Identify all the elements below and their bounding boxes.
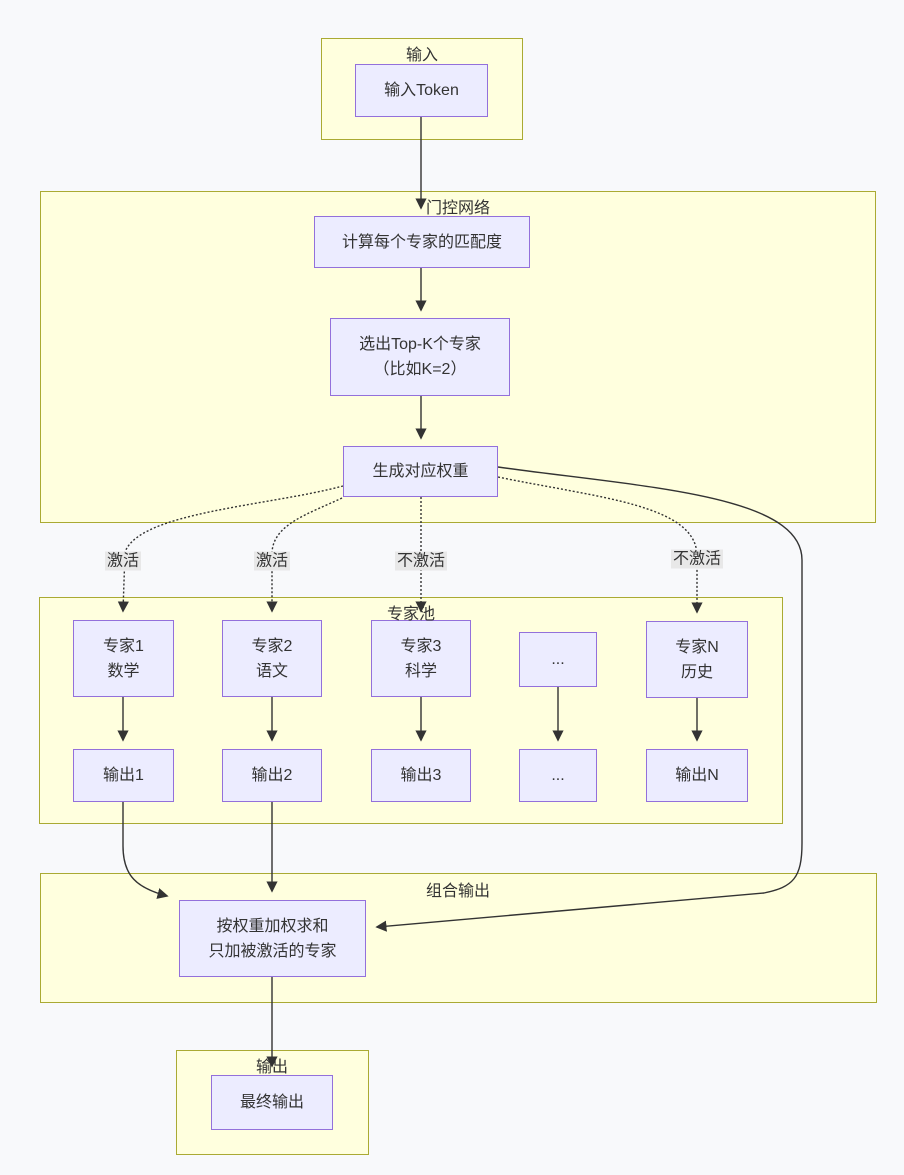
node-label: 生成对应权重 bbox=[372, 463, 469, 480]
edge-output1-to-combine bbox=[122, 802, 169, 899]
node-label-line1: 专家3 bbox=[400, 637, 442, 655]
node-output2: 输出2 bbox=[222, 749, 322, 802]
node-label-line1: 专家1 bbox=[103, 637, 144, 655]
node-label-line2: 只加被激活的专家 bbox=[208, 942, 337, 960]
container-label-input: 输入 bbox=[405, 47, 439, 64]
container-label-combine: 组合输出 bbox=[425, 883, 491, 900]
node-label: 输出3 bbox=[400, 767, 442, 784]
node-label-line2: 数学 bbox=[107, 662, 140, 680]
edge-label-activate-1: 激活 bbox=[104, 551, 142, 571]
edge-weights-to-expert2-activate bbox=[266, 497, 343, 613]
node-input-token: 输入Token bbox=[355, 64, 488, 117]
node-label: 最终输出 bbox=[239, 1094, 304, 1111]
node-final-output: 最终输出 bbox=[211, 1075, 333, 1130]
edge-label-deactivate-2: 不激活 bbox=[670, 549, 724, 569]
node-weighted-sum: 按权重加权求和 只加被激活的专家 bbox=[179, 900, 366, 977]
node-ellipsis-experts: ... bbox=[519, 632, 597, 687]
node-label-line1: 选出Top-K个专家 bbox=[359, 336, 481, 353]
node-label: 输出2 bbox=[251, 767, 293, 784]
node-select-topk: 选出Top-K个专家 （比如K=2） bbox=[330, 318, 510, 396]
node-label-line1: 按权重加权求和 bbox=[216, 917, 329, 935]
node-label-line1: 专家2 bbox=[251, 637, 293, 655]
node-calc-match: 计算每个专家的匹配度 bbox=[314, 216, 530, 268]
node-label-line2: 科学 bbox=[404, 662, 437, 680]
edge-weights-to-combine bbox=[375, 466, 803, 932]
container-label-pool: 专家池 bbox=[386, 606, 436, 623]
node-label-line1: 专家N bbox=[675, 638, 719, 656]
node-output3: 输出3 bbox=[371, 749, 471, 802]
node-expert3-science: 专家3 科学 bbox=[371, 620, 471, 697]
node-label: ... bbox=[551, 651, 565, 668]
node-label-line2: 语文 bbox=[255, 662, 288, 680]
container-label-output: 输出 bbox=[255, 1059, 289, 1076]
node-generate-weights: 生成对应权重 bbox=[343, 446, 498, 497]
node-expertN-history: 专家N 历史 bbox=[646, 621, 748, 698]
edge-weights-to-expert1-activate bbox=[117, 485, 344, 613]
node-outputN: 输出N bbox=[646, 749, 748, 802]
node-label-line2: 历史 bbox=[680, 663, 713, 681]
node-expert2-chinese: 专家2 语文 bbox=[222, 620, 322, 697]
node-ellipsis-outputs: ... bbox=[519, 749, 597, 802]
node-label: 计算每个专家的匹配度 bbox=[341, 233, 502, 251]
node-label: ... bbox=[551, 767, 565, 784]
node-label: 输出1 bbox=[103, 767, 144, 784]
node-label-line2: （比如K=2） bbox=[373, 361, 467, 378]
node-label: 输出N bbox=[675, 767, 719, 784]
node-label: 输入Token bbox=[384, 82, 459, 99]
node-expert1-math: 专家1 数学 bbox=[73, 620, 174, 697]
node-output1: 输出1 bbox=[73, 749, 174, 802]
edge-weights-to-expertN-deactivate bbox=[497, 476, 703, 614]
edge-label-activate-2: 激活 bbox=[253, 551, 291, 571]
edge-label-deactivate-1: 不激活 bbox=[394, 551, 448, 571]
container-label-gating: 门控网络 bbox=[425, 200, 491, 217]
